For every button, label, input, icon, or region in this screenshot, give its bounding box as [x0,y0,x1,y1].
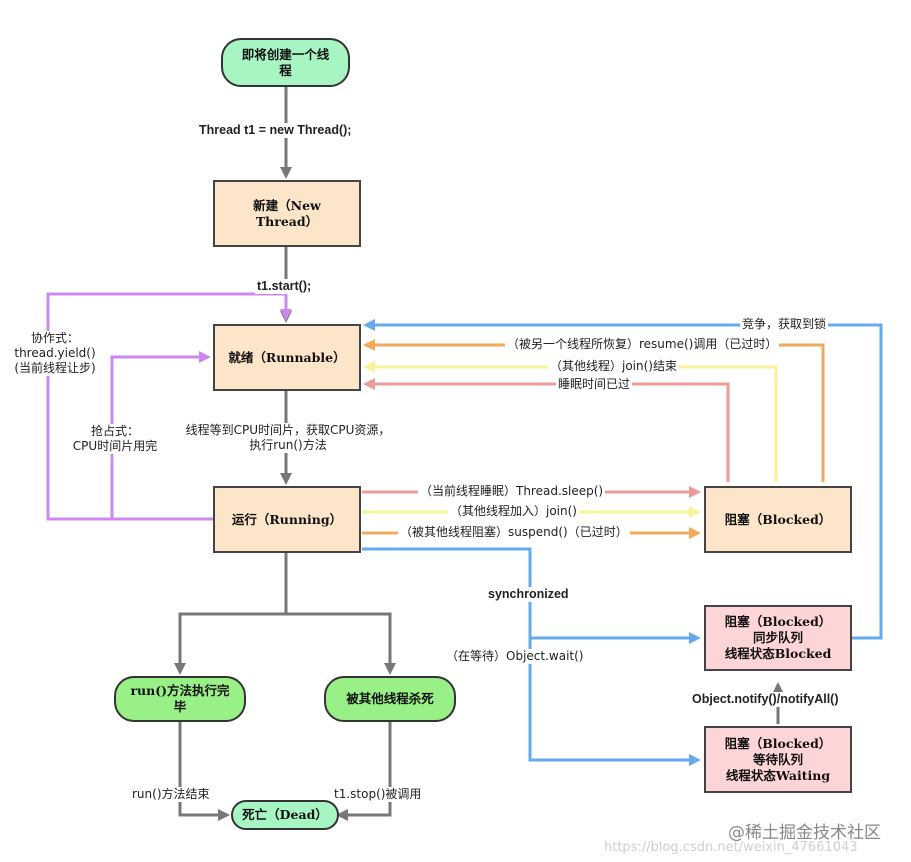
edge-running-split [174,553,288,675]
label-suspend: （被其他线程阻塞）suspend()（已过时） [398,525,630,540]
edge-yield [46,292,292,521]
label-stop-call: t1.stop()被调用 [332,787,424,802]
node-sync-queue: 阻塞（Blocked） 同步队列 线程状态Blocked [704,605,852,671]
label-get-cpu-line1: 线程等到CPU时间片，获取CPU资源， [185,423,391,437]
edge-sleep-end [363,378,730,482]
edge-wait [528,638,701,766]
label-sleep-end: 睡眠时间已过 [556,377,633,392]
node-wait-queue-line1: 阻塞（Blocked） [724,735,832,751]
label-get-cpu-line2: 执行run()方法 [249,438,327,452]
edge-compete-lock [363,319,883,640]
edge-running-to-killed [286,612,396,675]
node-wait-queue-line2: 等待队列 [752,751,803,767]
node-run-done-line2: 毕 [173,699,187,714]
label-synchronized: synchronized [486,587,571,602]
node-runnable: 就绪（Runnable） [213,324,361,391]
label-preempt: 抢占式： CPU时间片用完 [62,424,168,454]
node-wait-queue-line3: 线程状态Waiting [725,767,831,783]
label-notify: Object.notify()/notifyAll() [690,692,841,707]
edge-join-end [363,361,778,482]
node-running: 运行（Running） [213,486,361,553]
node-run-done: run()方法执行完 毕 [114,676,246,722]
node-run-done-line1: run()方法执行完 [130,683,230,698]
watermark-url: https://blog.csdn.net/weixin_47661043 [604,840,858,855]
label-compete-lock: 竞争，获取到锁 [740,317,829,332]
label-coop: 协作式： thread.yield() (当前线程让步) [0,331,110,376]
label-coop-line2: thread.yield() [14,346,96,360]
node-killed-label: 被其他线程杀死 [346,691,434,706]
label-preempt-line2: CPU时间片用完 [72,439,158,453]
node-sync-queue-line1: 阻塞（Blocked） [724,614,832,629]
label-run-end: run()方法结束 [130,787,212,802]
node-running-label: 运行（Running） [231,511,343,527]
label-start-call: t1.start(); [255,279,314,294]
label-new-call: Thread t1 = new Thread(); [197,123,354,138]
edge-preempt [110,351,211,519]
node-about-to-create-line2: 程 [279,62,292,78]
node-blocked: 阻塞（Blocked） [704,486,852,553]
node-wait-queue: 阻塞（Blocked） 等待队列 线程状态Waiting [704,726,852,793]
label-coop-line1: 协作式： [30,331,79,345]
label-preempt-line1: 抢占式： [90,424,139,438]
label-join-in: （其他线程加入）join() [448,504,579,519]
edge-killed-to-dead [336,722,392,821]
node-blocked-label: 阻塞（Blocked） [724,511,832,527]
node-sync-queue-line2: 同步队列 [752,630,803,645]
node-dead-label: 死亡（Dead） [242,807,328,822]
watermark-site: @稀土掘金技术社区 [728,823,881,843]
node-dead: 死亡（Dead） [231,800,339,830]
edge-rundone-to-dead [178,722,230,821]
node-about-to-create: 即将创建一个线 程 [221,38,350,87]
node-new-thread: 新建（New Thread） [213,180,361,247]
label-get-cpu: 线程等到CPU时间片，获取CPU资源， 执行run()方法 [168,423,408,453]
node-killed: 被其他线程杀死 [324,676,456,722]
label-obj-wait: （在等待）Object.wait() [444,649,586,664]
label-coop-line3: (当前线程让步) [14,361,96,375]
node-about-to-create-line1: 即将创建一个线 [241,46,330,62]
node-sync-queue-line3: 线程状态Blocked [724,646,832,661]
label-resume: （被另一个线程所恢复）resume()调用（已过时） [505,337,780,352]
node-runnable-label: 就绪（Runnable） [228,349,346,365]
label-join-end: （其他线程）join()结束 [548,359,679,374]
node-new-thread-line2: Thread） [255,213,319,229]
label-sleep: （当前线程睡眠）Thread.sleep() [418,484,606,499]
node-new-thread-line1: 新建（New [253,197,321,213]
